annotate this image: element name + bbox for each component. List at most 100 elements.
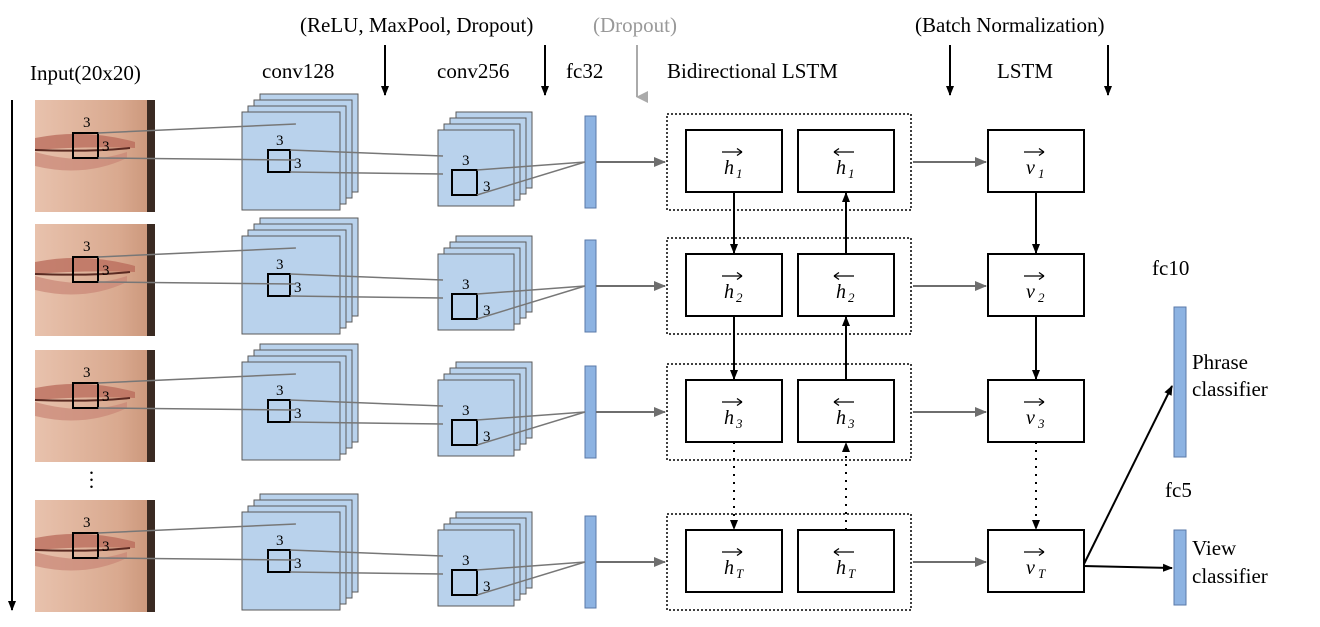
lstm-cell xyxy=(987,529,1085,593)
lstm-subscript: 3 xyxy=(1037,416,1045,431)
projection-line xyxy=(476,561,586,596)
conv256-kernel-label-side: 3 xyxy=(483,179,491,195)
fc10-label: fc10 xyxy=(1152,256,1189,280)
input-face-shadow xyxy=(147,500,155,612)
input-ellipsis-dot3: · xyxy=(88,475,95,499)
input-face-lower-lip xyxy=(35,276,127,295)
projection-line xyxy=(476,411,586,446)
conv256-kernel-label-side: 3 xyxy=(483,579,491,595)
input-face-mouth-line xyxy=(34,147,131,152)
conv128-kernel-label-top: 3 xyxy=(276,383,284,399)
lstm-subscript: 1 xyxy=(1038,166,1045,181)
bilstm-dotted-box xyxy=(666,237,912,335)
input-face-image xyxy=(35,100,155,212)
phrase-classifier-line2: classifier xyxy=(1192,377,1268,401)
projection-line xyxy=(476,285,586,295)
relu-maxpool-dropout-label: (ReLU, MaxPool, Dropout) xyxy=(300,13,533,37)
lstm-label: LSTM xyxy=(997,59,1053,83)
conv128-kernel-label-top: 3 xyxy=(276,257,284,273)
input-face-upper-lip xyxy=(35,133,135,150)
lstm-cell xyxy=(987,129,1085,193)
input-kernel-box xyxy=(72,532,99,559)
conv256-kernel-label-top: 3 xyxy=(462,403,470,419)
input-kernel-label-side: 3 xyxy=(102,539,110,555)
fc5-label: fc5 xyxy=(1165,478,1192,502)
fc32-bar xyxy=(584,239,597,333)
lstm-symbol: v xyxy=(1026,281,1035,303)
forward-lstm-arrow-head xyxy=(736,271,743,281)
forward-lstm-subscript: T xyxy=(736,566,744,581)
conv256-kernel-box xyxy=(451,293,478,320)
input-kernel-label-top: 3 xyxy=(83,239,91,255)
lstm-cell xyxy=(987,379,1085,443)
conv128-kernel-box xyxy=(267,273,291,297)
conv256-kernel-box xyxy=(451,419,478,446)
input-kernel-label-top: 3 xyxy=(83,365,91,381)
view-classifier-line2: classifier xyxy=(1192,564,1268,588)
lstm-arrow-head xyxy=(1038,547,1045,557)
conv256-kernel-box xyxy=(451,169,478,196)
lstm-symbol: v xyxy=(1026,157,1035,179)
batch-normalization-label: (Batch Normalization) xyxy=(915,13,1105,37)
projection-line xyxy=(289,549,444,557)
backward-lstm-arrow-head xyxy=(833,397,840,407)
bilstm-dotted-box xyxy=(666,513,912,611)
input-label: Input(20x20) xyxy=(30,61,141,85)
forward-lstm-subscript: 3 xyxy=(735,416,743,431)
projection-line xyxy=(97,281,296,285)
projection-line xyxy=(476,161,586,196)
projection-line xyxy=(476,561,586,571)
input-face-upper-lip xyxy=(35,533,135,550)
forward-lstm-subscript: 1 xyxy=(736,166,743,181)
input-face-image xyxy=(35,350,155,462)
conv128-kernel-label-side: 3 xyxy=(294,156,302,172)
input-face-mouth-line xyxy=(34,271,131,276)
projection-line xyxy=(97,373,296,384)
lstm-arrow-head xyxy=(1038,271,1045,281)
conv128-kernel-label-side: 3 xyxy=(294,556,302,572)
input-kernel-label-side: 3 xyxy=(102,263,110,279)
projection-line xyxy=(289,399,444,407)
backward-lstm-cell xyxy=(797,253,895,317)
backward-lstm-symbol: h xyxy=(836,407,846,429)
phrase-classifier-line1: Phrase xyxy=(1192,350,1248,374)
conv256-kernel-label-side: 3 xyxy=(483,429,491,445)
fc32-label: fc32 xyxy=(566,59,603,83)
projection-line xyxy=(476,161,586,171)
input-face-image xyxy=(35,224,155,336)
lstm-symbol: v xyxy=(1026,557,1035,579)
conv128-kernel-box xyxy=(267,399,291,423)
forward-lstm-arrow-head xyxy=(736,547,743,557)
input-ellipsis-dot2: · xyxy=(88,468,95,492)
input-kernel-label-top: 3 xyxy=(83,515,91,531)
conv256-kernel-label-top: 3 xyxy=(462,553,470,569)
conv256-kernel-label-top: 3 xyxy=(462,277,470,293)
conv128-kernel-label-side: 3 xyxy=(294,280,302,296)
input-face-shadow xyxy=(147,100,155,212)
projection-line xyxy=(97,247,296,258)
projection-line xyxy=(97,123,296,134)
projection-line xyxy=(97,157,296,161)
conv256-label: conv256 xyxy=(437,59,509,83)
fc5-bar xyxy=(1173,529,1187,606)
arrow-to-view-classifier xyxy=(1082,563,1173,572)
forward-lstm-symbol: h xyxy=(724,157,734,179)
projection-line xyxy=(289,295,444,299)
projection-line xyxy=(97,523,296,534)
forward-lstm-symbol: h xyxy=(724,557,734,579)
backward-lstm-symbol: h xyxy=(836,557,846,579)
input-kernel-box xyxy=(72,132,99,159)
projection-line xyxy=(289,421,444,425)
forward-lstm-arrow-head xyxy=(736,147,743,157)
lstm-arrow-head xyxy=(1038,397,1045,407)
input-face-mouth-line xyxy=(34,547,131,552)
backward-lstm-arrow-head xyxy=(833,271,840,281)
input-face-shadow xyxy=(147,350,155,462)
backward-lstm-cell xyxy=(797,529,895,593)
input-face-upper-lip xyxy=(35,257,135,274)
projection-line xyxy=(97,557,296,561)
backward-lstm-cell xyxy=(797,379,895,443)
input-kernel-label-top: 3 xyxy=(83,115,91,131)
